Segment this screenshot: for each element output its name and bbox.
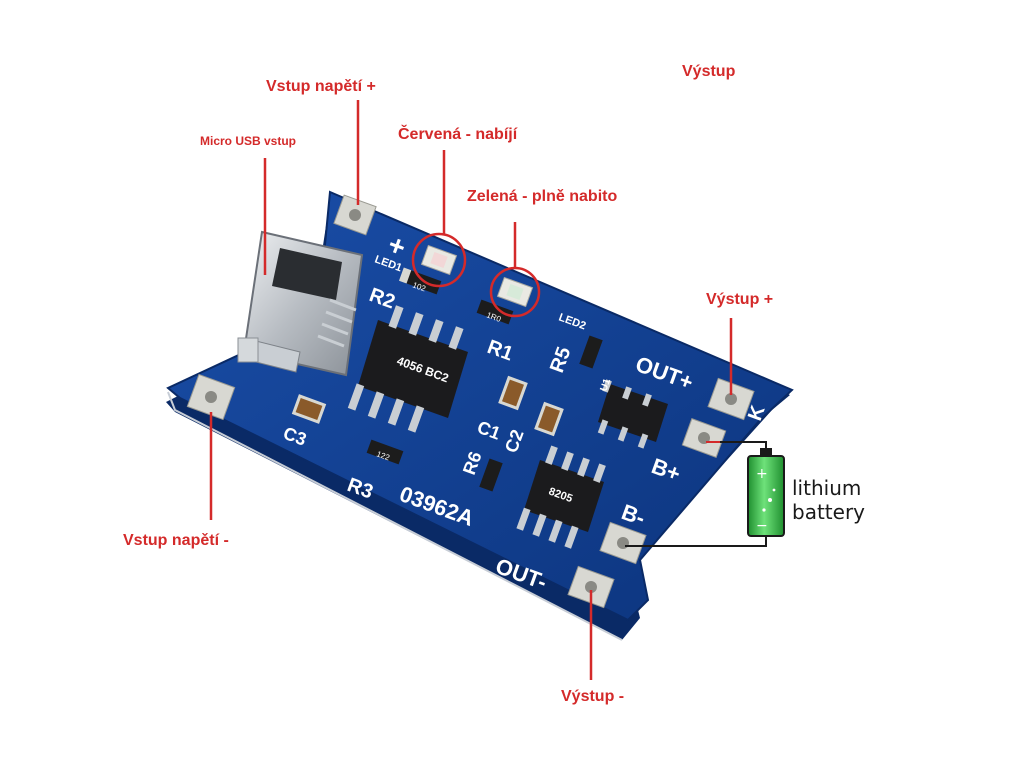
- label-input-minus: Vstup napětí -: [123, 532, 229, 549]
- pad-input-plus: [333, 194, 377, 236]
- label-red-led: Červená - nabíjí: [398, 126, 518, 143]
- led-red: [420, 244, 458, 276]
- silk-u1: U1: [598, 377, 613, 393]
- resistor-r6: [479, 458, 503, 492]
- silk-res-102: 102: [411, 280, 427, 293]
- pad-out-plus: [707, 377, 755, 421]
- capacitor-c1: [498, 375, 528, 411]
- micro-usb-connector: [237, 230, 364, 377]
- pad-b-plus: [681, 418, 727, 458]
- capacitor-c2: [534, 401, 564, 437]
- label-output-plus: Výstup +: [706, 291, 774, 308]
- battery-plus-sign: +: [756, 466, 768, 482]
- battery-label-line2: battery: [792, 500, 865, 524]
- resistor-122: [366, 439, 404, 465]
- battery-minus-sign: −: [756, 518, 768, 534]
- pad-out-minus: [567, 565, 615, 609]
- mosfet-ic: 8205: [516, 445, 606, 549]
- label-input-plus: Vstup napětí +: [266, 78, 376, 95]
- label-green-led: Zelená - plně nabito: [467, 188, 618, 205]
- pad-input-minus: [186, 373, 236, 421]
- annotation-pointers: [209, 100, 733, 680]
- protection-ic: [597, 379, 668, 449]
- solder-pads: [186, 194, 755, 609]
- resistor-1r0: [476, 299, 514, 325]
- battery-icon: + −: [747, 448, 785, 537]
- red-led-highlight-circle: [411, 232, 467, 288]
- wire-b-minus: [625, 534, 767, 547]
- capacitor-c3: [291, 394, 327, 424]
- label-output-minus: Výstup -: [561, 688, 625, 705]
- label-micro-usb: Micro USB vstup: [200, 134, 297, 148]
- charger-ic: 4056 BC2: [347, 305, 468, 433]
- silk-res-122: 122: [375, 449, 391, 462]
- battery-label-line1: lithium: [792, 476, 862, 500]
- led-green: [496, 276, 534, 308]
- pad-b-minus: [599, 521, 647, 565]
- label-output-top: Výstup: [682, 63, 736, 80]
- resistor-r5: [579, 335, 603, 369]
- smd-components: [291, 267, 603, 492]
